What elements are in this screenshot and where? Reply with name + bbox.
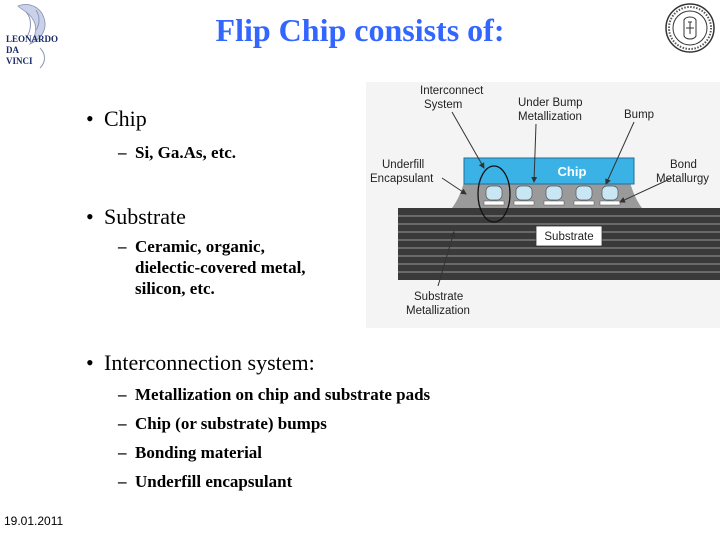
sub-bullet-substrate-line-3: silicon, etc. [135, 279, 215, 298]
list-item: –Chip (or substrate) bumps [118, 414, 327, 433]
substrate-label-box [535, 225, 603, 247]
label-interconnect-2: System [424, 99, 462, 111]
label-bump: Bump [624, 109, 654, 121]
slide-title: Flip Chip consists of: [215, 12, 505, 48]
bullet-substrate: •Substrate [86, 204, 186, 229]
sub-bullet-interconnect-2: Chip (or substrate) bumps [135, 414, 327, 433]
sub-bullet-chip-text: Si, Ga.As, etc. [135, 143, 237, 162]
substrate-label: Substrate [544, 231, 593, 243]
chip-die [463, 157, 635, 185]
logo-text-line-1: LEONARDO [6, 34, 58, 44]
label-ubm-2: Metallization [518, 111, 582, 123]
label-interconnect-1: Interconnect [420, 85, 484, 97]
label-ubm-1: Under Bump [518, 97, 583, 109]
sub-bullet-chip: –Si, Ga.As, etc. [118, 143, 237, 162]
bullet-chip-label: Chip [104, 106, 147, 131]
chip-label: Chip [558, 164, 587, 179]
list-item: –Underfill encapsulant [118, 472, 293, 491]
flip-chip-diagram: Substrate Chip Interconnect System Under… [366, 82, 720, 328]
label-bond-2: Metallurgy [656, 173, 709, 185]
sub-bullet-interconnect-4: Underfill encapsulant [135, 472, 293, 491]
bullet-interconnect: •Interconnection system: [86, 350, 315, 375]
leader-arrows [437, 111, 673, 287]
label-bond-1: Bond [670, 159, 697, 171]
leonardo-logo: LEONARDO DA VINCI [6, 4, 58, 69]
label-submet-2: Metallization [406, 305, 470, 317]
bump-array [483, 185, 621, 206]
university-seal-icon [665, 3, 715, 53]
label-submet-1: Substrate [414, 291, 463, 303]
bullet-substrate-label: Substrate [104, 204, 186, 229]
footer-date: 19.01.2011 [4, 514, 64, 528]
sub-bullet-substrate-line-1: Ceramic, organic, [135, 237, 265, 256]
logo-text-line-3: VINCI [6, 56, 33, 66]
sub-bullet-substrate: – Ceramic, organic, dielectic-covered me… [118, 237, 306, 298]
interconnect-highlight [477, 165, 511, 223]
sub-bullets-interconnect: –Metallization on chip and substrate pad… [118, 380, 430, 496]
list-item: –Metallization on chip and substrate pad… [118, 385, 431, 404]
logo-text-line-2: DA [6, 45, 19, 55]
list-item: –Bonding material [118, 443, 263, 462]
label-underfill-1: Underfill [382, 159, 424, 171]
sub-bullet-interconnect-3: Bonding material [135, 443, 263, 462]
label-underfill-2: Encapsulant [370, 173, 434, 185]
sub-bullet-interconnect-1: Metallization on chip and substrate pads [135, 385, 431, 404]
sub-bullet-substrate-line-2: dielectic-covered metal, [135, 258, 306, 277]
bullet-chip: •Chip [86, 106, 147, 131]
bullet-interconnect-label: Interconnection system: [104, 350, 315, 375]
